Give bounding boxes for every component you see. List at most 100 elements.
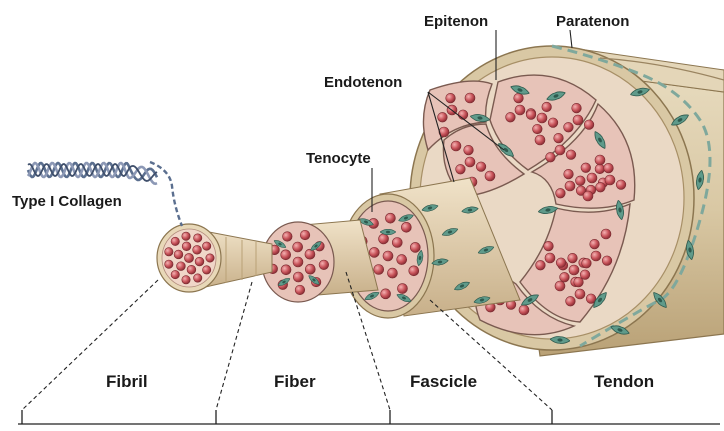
tendon-dot (464, 145, 474, 155)
tendon-dot (556, 258, 566, 268)
tendon-dot (446, 93, 456, 103)
tendon-dot (596, 182, 606, 192)
fiber-cylinder (262, 220, 378, 302)
fibril-dot (194, 234, 202, 242)
tendon-dot (555, 145, 565, 155)
tendon-dot (566, 296, 576, 306)
label-paratenon: Paratenon (556, 13, 629, 30)
label-epitenon: Epitenon (424, 13, 488, 30)
tendon-dot (601, 229, 611, 239)
tendon-dot (604, 163, 614, 173)
label-tenocyte: Tenocyte (306, 150, 371, 167)
fascicle-dot (379, 234, 389, 244)
tendon-dot (526, 110, 536, 120)
fibril-dot (171, 237, 179, 245)
tendon-dot (519, 305, 529, 315)
tendon-dot (569, 265, 579, 275)
fibril-dot (182, 276, 190, 284)
fiber-dot (305, 264, 315, 274)
tendon-dot (536, 260, 546, 270)
fascicle-dot (383, 251, 393, 261)
tendon-dot (602, 256, 612, 266)
fiber-dot (305, 249, 315, 259)
tendon-dot (565, 181, 575, 191)
fiber-dot (295, 285, 305, 295)
tendon-dot (544, 241, 554, 251)
tendon-dot (587, 173, 597, 183)
fibril-dot (193, 245, 202, 254)
tendon-dot (583, 191, 593, 201)
tendon-dot (515, 105, 525, 115)
tendon-dot (566, 150, 576, 160)
tendon-dot (506, 112, 516, 122)
tendon-dot (535, 135, 545, 145)
fascicle-dot (401, 222, 411, 232)
fibril-dot (195, 257, 204, 266)
fibril-dot (177, 262, 186, 271)
label-tendon: Tendon (594, 372, 654, 391)
tendon-dot (564, 169, 574, 179)
tendon-dot (581, 163, 591, 173)
fascicle-dot (410, 242, 420, 252)
tendon-dot (438, 112, 448, 122)
fiber-dot (300, 230, 310, 240)
tendon-dot (548, 118, 558, 128)
tendon-dot (451, 141, 461, 151)
tendon-dot (580, 270, 590, 280)
tendon-dot (590, 239, 600, 249)
tendon-dot (564, 122, 574, 132)
fibril-dot (184, 253, 193, 262)
fibril-dot (165, 248, 173, 256)
fibril-dot (194, 274, 202, 282)
tendon-dot (555, 281, 565, 291)
scale-bar (18, 410, 720, 424)
fibril-dot (174, 250, 183, 259)
tendon-dot (595, 164, 605, 174)
fascicle-dot (397, 284, 407, 294)
tendon-dot (485, 171, 495, 181)
fibril-dot (165, 260, 173, 268)
tendon-dot (582, 258, 592, 268)
tendon-dot (465, 157, 475, 167)
label-endotenon: Endotenon (324, 74, 402, 91)
label-fascicle: Fascicle (410, 372, 477, 391)
tendon-dot (575, 289, 585, 299)
fibril-dot (206, 254, 214, 262)
fibril-dot (202, 266, 210, 274)
fiber-dot (283, 232, 293, 242)
tendon-dot (465, 93, 475, 103)
fascicle-dot (369, 247, 379, 257)
tendon-dot (545, 253, 555, 263)
tendon-dot (556, 188, 566, 198)
fascicle-dot (385, 213, 395, 223)
fascicle-dot (387, 268, 397, 278)
tendon-dot (572, 103, 582, 113)
fiber-dot (319, 260, 329, 270)
fiber-dot (281, 265, 291, 275)
tendon-dot (573, 115, 583, 125)
tendon-dot (584, 120, 594, 130)
label-fibril: Fibril (106, 372, 148, 391)
fiber-dot (293, 272, 303, 282)
tendon-dot (476, 162, 486, 172)
fascicle-dot (409, 266, 419, 276)
tendon-dot (616, 180, 626, 190)
fascicle-dot (381, 289, 391, 299)
tendon-dot (514, 93, 524, 103)
fascicle-dot (374, 264, 384, 274)
tendon-dot (591, 251, 601, 261)
fibril-dot (187, 265, 196, 274)
fiber-dot (293, 242, 303, 252)
fibril-dot (171, 270, 179, 278)
fiber-dot (281, 250, 291, 260)
tendon-dot (554, 133, 564, 143)
label-fiber: Fiber (274, 372, 316, 391)
tendon-dot (576, 176, 586, 186)
tendon-dot (458, 110, 468, 120)
tendon-dot (546, 152, 556, 162)
tendon-dot (605, 175, 615, 185)
tendon-dot (542, 102, 552, 112)
label-type-i-collagen: Type I Collagen (12, 193, 122, 210)
fibril-dot (182, 242, 191, 251)
